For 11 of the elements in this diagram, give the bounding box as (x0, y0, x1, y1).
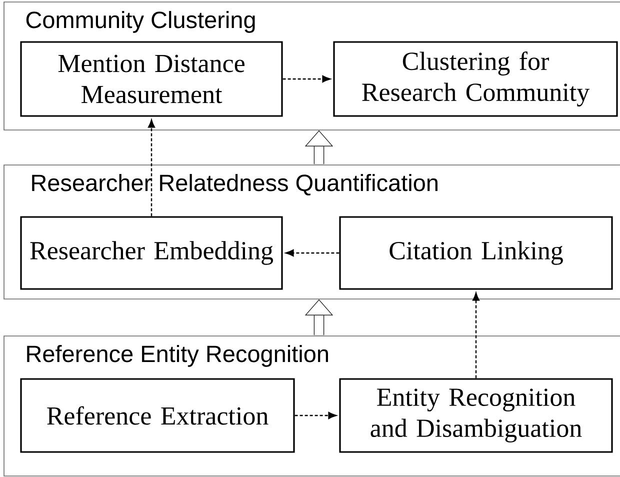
arrow (286, 249, 340, 257)
process-box: Reference Extraction (20, 378, 295, 453)
process-box: Mention Distance Measurement (20, 41, 283, 117)
arrow (148, 120, 156, 216)
arrow (282, 75, 330, 83)
process-box: Citation Linking (339, 216, 613, 290)
arrow (472, 292, 480, 378)
arrow (294, 412, 336, 420)
process-box: Researcher Embedding (20, 216, 283, 290)
process-box: Entity Recognition and Disambiguation (339, 378, 613, 453)
process-box: Clustering for Research Community (333, 41, 618, 117)
